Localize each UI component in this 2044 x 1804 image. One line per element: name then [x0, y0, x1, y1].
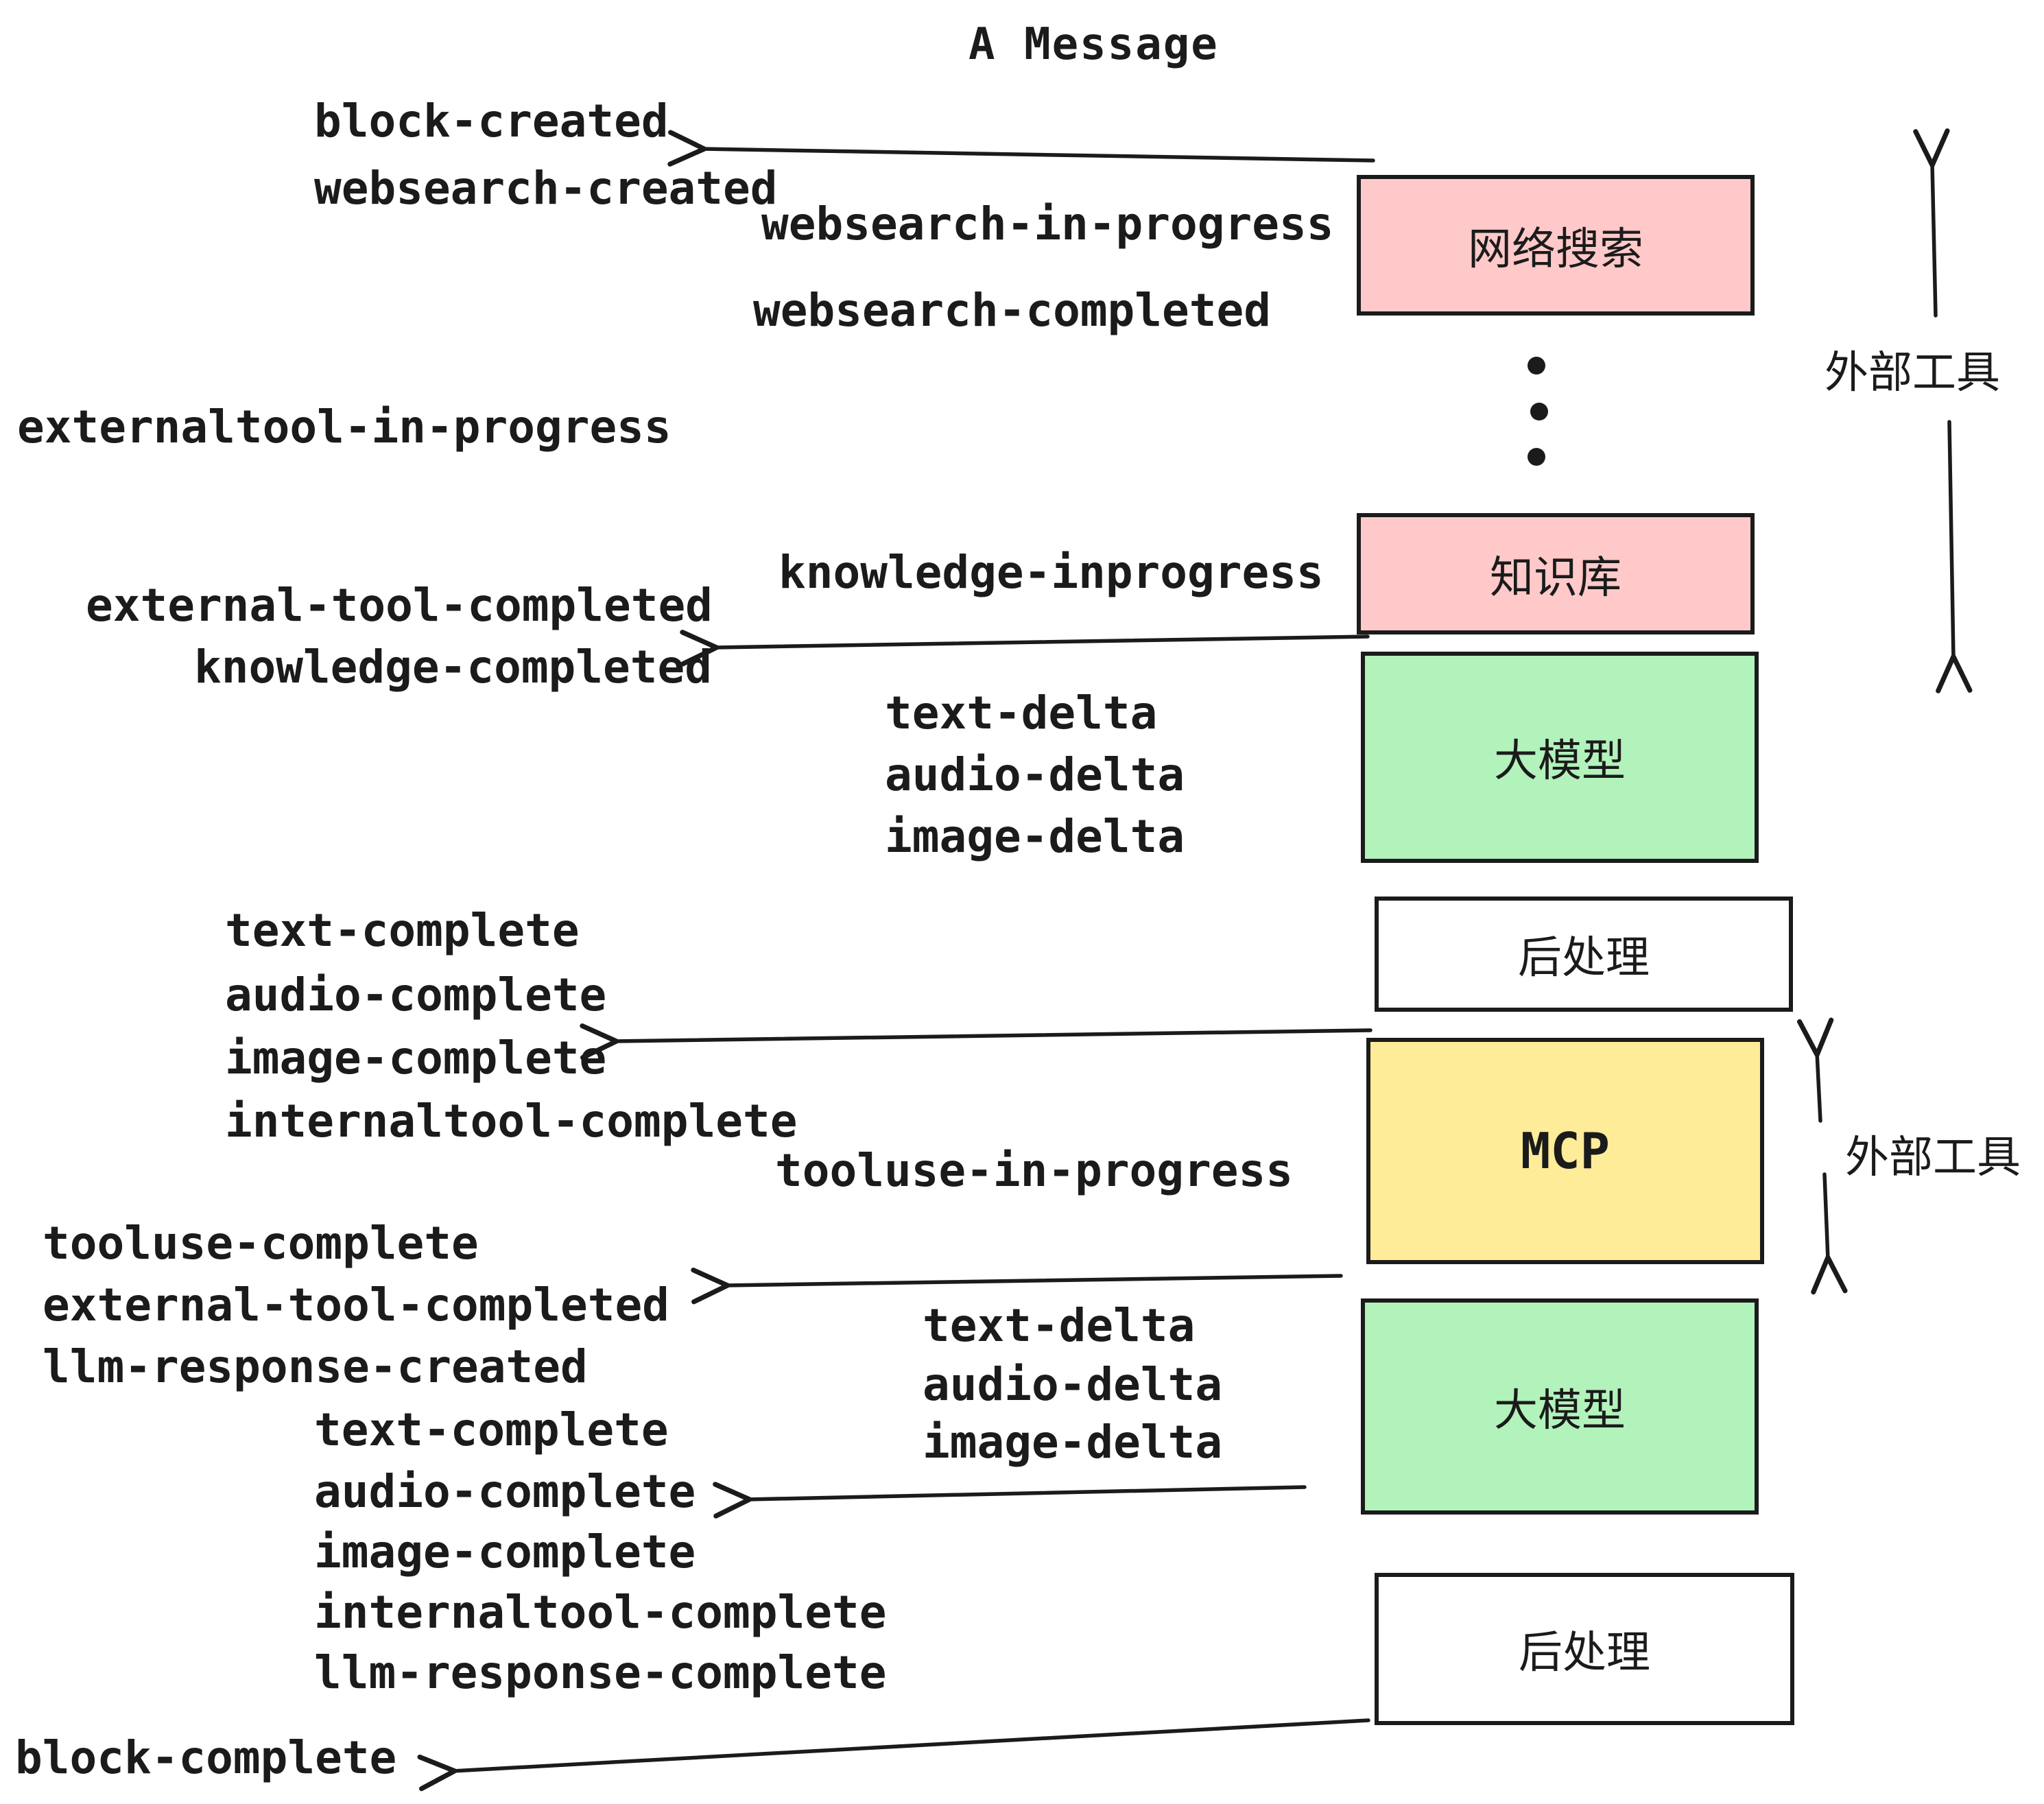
annotation-external-tools-top: 外部工具	[1825, 348, 2000, 397]
event-label-external-tool-completed: external-tool-completed	[86, 579, 713, 632]
box-websearch: 网络搜索	[1357, 175, 1755, 316]
event-label-image-complete: image-complete	[225, 1032, 607, 1084]
arrow-to-block-complete	[417, 1718, 1370, 1792]
event-label-internaltool-complete: internaltool-complete	[225, 1095, 798, 1148]
event-label-text-complete-2: text-complete	[314, 1403, 669, 1456]
event-label-block-created: block-created	[314, 95, 669, 147]
box-llm-1: 大模型	[1361, 652, 1759, 863]
event-label-text-delta-2: text-delta	[923, 1299, 1196, 1352]
external-tools-arrow-down-icon	[1936, 420, 1973, 693]
event-label-image-complete-2: image-complete	[314, 1526, 696, 1578]
event-label-audio-delta: audio-delta	[885, 748, 1185, 801]
event-label-audio-delta-2: audio-delta	[923, 1358, 1223, 1411]
external-tools-arrow-up-icon	[1913, 128, 1950, 318]
event-label-internaltool-complete-2: internaltool-complete	[314, 1586, 887, 1639]
arrow-to-image-complete	[580, 1023, 1372, 1060]
event-label-knowledge-completed: knowledge-completed	[194, 641, 712, 693]
arrow-to-tooluse-complete	[691, 1268, 1343, 1305]
event-label-llm-response-complete: llm-response-complete	[314, 1646, 887, 1699]
event-label-llm-response-created: llm-response-created	[43, 1340, 588, 1393]
diagram-title: A Message	[968, 19, 1219, 70]
arrow-to-block-created	[667, 130, 1375, 167]
event-label-text-delta: text-delta	[885, 687, 1158, 739]
vertical-ellipsis-dots	[1528, 357, 1548, 466]
arrow-to-audio-complete	[713, 1482, 1307, 1519]
box-postprocess-1: 后处理	[1375, 897, 1793, 1012]
event-label-websearch-created: websearch-created	[314, 162, 778, 215]
event-label-tooluse-complete: tooluse-complete	[43, 1217, 479, 1270]
event-label-externaltool-in-progress: externaltool-in-progress	[17, 401, 672, 453]
event-label-external-tool-completed-2: external-tool-completed	[43, 1279, 669, 1331]
event-label-audio-complete-2: audio-complete	[314, 1465, 696, 1518]
event-label-knowledge-inprogress: knowledge-inprogress	[779, 546, 1324, 599]
box-llm-2: 大模型	[1361, 1298, 1759, 1515]
event-label-block-complete: block-complete	[15, 1731, 397, 1784]
event-label-text-complete: text-complete	[225, 904, 580, 957]
event-label-image-delta-2: image-delta	[923, 1416, 1223, 1469]
box-mcp: MCP	[1366, 1038, 1764, 1264]
event-label-audio-complete: audio-complete	[225, 969, 607, 1021]
arrow-to-knowledge-completed	[680, 630, 1370, 667]
event-label-websearch-in-progress: websearch-in-progress	[761, 198, 1334, 250]
event-label-image-delta: image-delta	[885, 810, 1185, 863]
annotation-external-tools-mcp: 外部工具	[1845, 1132, 2021, 1182]
mcp-external-tools-arrow-down-icon	[1811, 1172, 1848, 1295]
box-knowledge-base: 知识库	[1357, 513, 1755, 634]
event-label-websearch-completed: websearch-completed	[753, 284, 1271, 337]
box-postprocess-2: 后处理	[1375, 1573, 1794, 1725]
mcp-external-tools-arrow-up-icon	[1796, 1017, 1834, 1123]
event-label-tooluse-in-progress: tooluse-in-progress	[775, 1144, 1293, 1197]
